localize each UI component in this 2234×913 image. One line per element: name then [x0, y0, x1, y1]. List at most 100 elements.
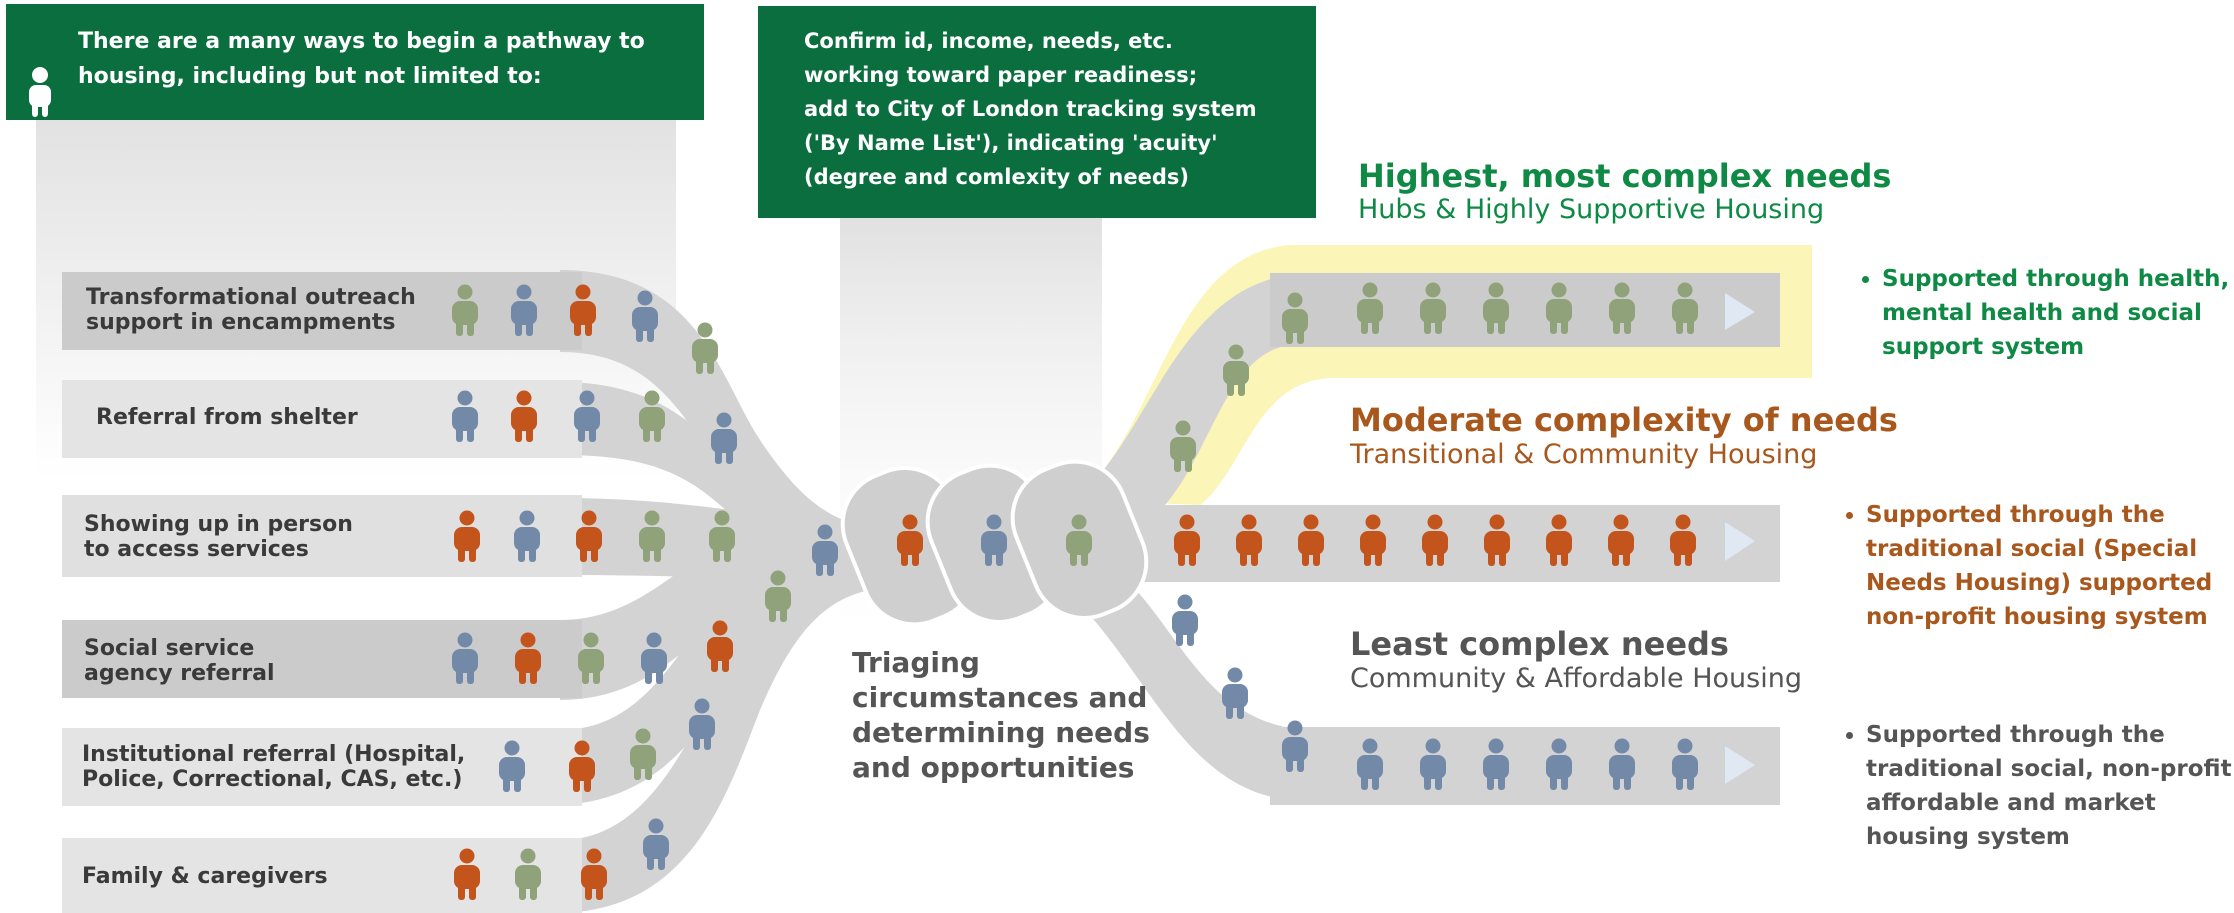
person-icon	[1672, 738, 1698, 790]
pathway-label-line: agency referral	[84, 661, 275, 686]
person-icon	[511, 284, 537, 336]
outcome-bullet-line: Supported through health,	[1882, 266, 2230, 292]
person-icon	[1546, 738, 1572, 790]
pathway-label: Referral from shelter	[96, 405, 358, 430]
person-icon	[1222, 667, 1248, 719]
person-icon	[639, 510, 665, 562]
person-icon	[1282, 720, 1308, 772]
person-icon	[454, 848, 480, 900]
pathway-label: Showing up in person to access services	[84, 512, 353, 562]
person-icon	[570, 284, 596, 336]
person-icon	[1672, 282, 1698, 334]
triage-info-text: Confirm id, income, needs, etc. working …	[804, 24, 1304, 194]
person-icon	[1170, 420, 1196, 472]
outcome-bullet-line: Needs Housing) supported	[1866, 570, 2213, 596]
outcome-bullet-line: non-profit housing system	[1866, 604, 2208, 630]
pathway-label: Family & caregivers	[82, 864, 328, 889]
person-icon	[515, 848, 541, 900]
pathway-band	[62, 495, 582, 577]
person-icon	[707, 620, 733, 672]
person-icon	[1223, 344, 1249, 396]
person-icon	[1357, 738, 1383, 790]
person-icon	[1422, 514, 1448, 566]
triage-caption-line: circumstances and	[852, 681, 1148, 714]
pathway-label-line: to access services	[84, 537, 309, 562]
person-icon	[1483, 282, 1509, 334]
triage-info-line: ('By Name List'), indicating 'acuity'	[804, 131, 1218, 155]
person-icon	[29, 67, 51, 117]
person-icon	[1483, 738, 1509, 790]
pathway-label-line: Police, Correctional, CAS, etc.)	[82, 767, 463, 792]
lane-arrow-icon	[1725, 746, 1755, 784]
pathway-band	[62, 272, 582, 350]
triage-caption-line: and opportunities	[852, 751, 1135, 784]
triage-knot	[840, 459, 1149, 627]
triage-info-line: working toward paper readiness;	[804, 63, 1198, 87]
person-icon	[452, 390, 478, 442]
triage-caption: Triaging circumstances and determining n…	[852, 645, 1150, 785]
outcome-bullet-line: Supported through the	[1866, 502, 2165, 528]
person-icon	[812, 524, 838, 576]
person-icon	[1670, 514, 1696, 566]
outcome-bullet-line: traditional social (Special	[1866, 536, 2198, 562]
person-icon	[709, 510, 735, 562]
person-icon	[1546, 282, 1572, 334]
pathway-label-line: Showing up in person	[84, 512, 353, 537]
pathway-label: Social service agency referral	[84, 636, 275, 686]
outcome-bullet-line: support system	[1882, 334, 2085, 360]
person-icon	[1546, 514, 1572, 566]
outcome-bullet-least: Supported through the traditional social…	[1842, 718, 2232, 854]
person-icon	[1608, 514, 1634, 566]
intro-text: There are a many ways to begin a pathway…	[78, 24, 678, 94]
pathway-label-line: Referral from shelter	[96, 405, 358, 430]
people-layer	[452, 282, 1698, 900]
triage-info-line: (degree and comlexity of needs)	[804, 165, 1189, 189]
pathway-label: Transformational outreach support in enc…	[86, 285, 416, 335]
highest-needs-lane	[1270, 273, 1780, 347]
person-icon	[1298, 514, 1324, 566]
triage-info-box	[758, 6, 1316, 218]
intro-box	[6, 4, 704, 120]
person-icon	[1360, 514, 1386, 566]
pathway-band	[62, 728, 582, 806]
triage-info-line: add to City of London tracking system	[804, 97, 1257, 121]
outcome-bullet-line: affordable and market	[1866, 790, 2156, 816]
person-icon	[1172, 594, 1198, 646]
person-icon	[515, 632, 541, 684]
outcome-bullet-moderate: Supported through the traditional social…	[1842, 498, 2212, 634]
pathway-band	[62, 380, 582, 458]
outcome-bullet-line: Supported through the	[1866, 722, 2165, 748]
triage-caption-line: determining needs	[852, 716, 1150, 749]
outcome-bullet-highest: Supported through health, mental health …	[1858, 262, 2229, 364]
pathway-label-line: Family & caregivers	[82, 864, 328, 889]
person-icon	[643, 818, 669, 870]
triage-caption-line: Triaging	[852, 646, 980, 679]
person-icon	[1609, 738, 1635, 790]
person-icon	[1609, 282, 1635, 334]
outcome-bullet-line: traditional social, non-profit	[1866, 756, 2232, 782]
person-icon	[578, 632, 604, 684]
person-icon	[689, 698, 715, 750]
person-icon	[511, 390, 537, 442]
person-icon	[1236, 514, 1262, 566]
person-icon	[641, 632, 667, 684]
outcome-title-highest: Highest, most complex needs	[1358, 157, 1892, 195]
outcome-title-least: Least complex needs	[1350, 625, 1729, 663]
pathway-label: Institutional referral (Hospital, Police…	[82, 742, 465, 792]
lane-arrow-icon	[1725, 522, 1755, 561]
person-icon	[765, 570, 791, 622]
person-icon	[1066, 514, 1092, 566]
person-icon	[1282, 292, 1308, 344]
pathway-label-line: Transformational outreach	[86, 285, 416, 310]
person-icon	[452, 284, 478, 336]
person-icon	[1420, 282, 1446, 334]
person-icon	[630, 728, 656, 780]
person-icon	[981, 514, 1007, 566]
person-icon	[1357, 282, 1383, 334]
person-icon	[1174, 514, 1200, 566]
pathway-label-line: support in encampments	[86, 310, 396, 335]
lane-arrow-icon	[1725, 293, 1755, 330]
intro-text-line: There are a many ways to begin a pathway…	[78, 29, 645, 54]
pathway-label-line: Social service	[84, 636, 255, 661]
intro-text-line: housing, including but not limited to:	[78, 64, 542, 89]
